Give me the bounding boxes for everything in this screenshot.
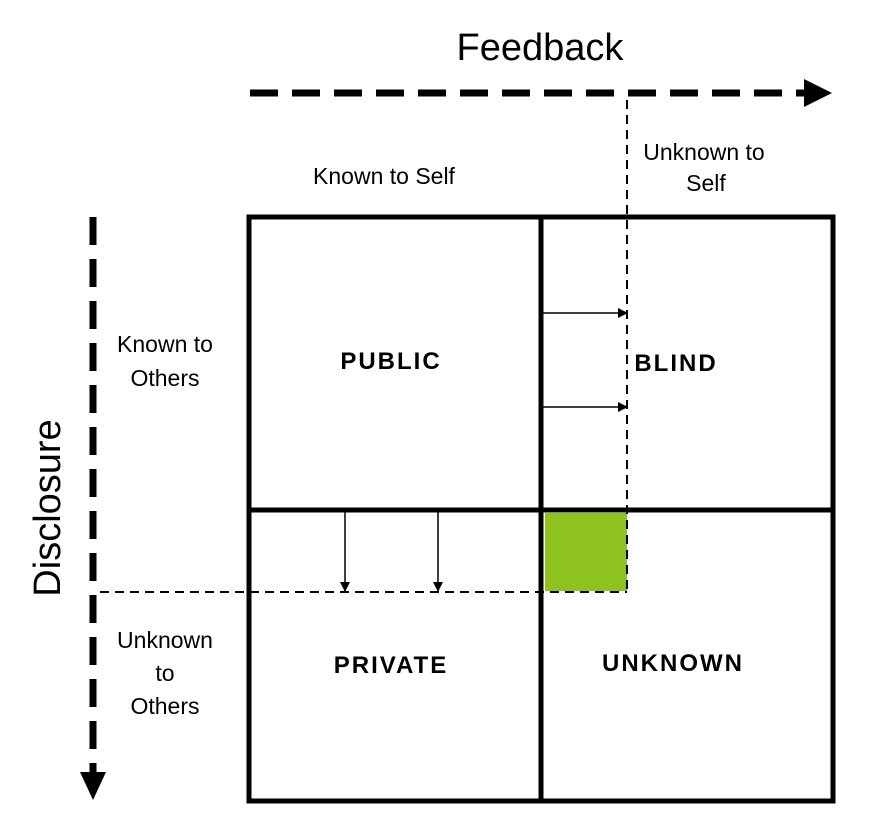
feedback-label: Feedback (457, 27, 625, 69)
disclosure-label: Disclosure (27, 419, 69, 596)
feedback-arrow-head (804, 79, 832, 107)
unknown-to-others-label-line3: Others (130, 693, 199, 719)
quadrant-public-label: PUBLIC (340, 348, 441, 375)
unknown-to-others-label-line2: to (155, 660, 174, 686)
expansion-highlight (545, 513, 627, 591)
unknown-to-self-label-line2: Self (686, 170, 726, 196)
known-to-others-label-line1: Known to (117, 331, 213, 357)
known-to-self-label: Known to Self (313, 163, 456, 189)
unknown-to-self-label-line1: Unknown to (643, 139, 764, 165)
unknown-to-others-label-line1: Unknown (117, 627, 213, 653)
quadrant-blind-label: BLIND (634, 350, 717, 377)
disclosure-arrow-head (80, 772, 106, 800)
quadrant-private-label: PRIVATE (334, 652, 448, 679)
quadrant-unknown-label: UNKNOWN (602, 650, 744, 677)
known-to-others-label-line2: Others (130, 365, 199, 391)
